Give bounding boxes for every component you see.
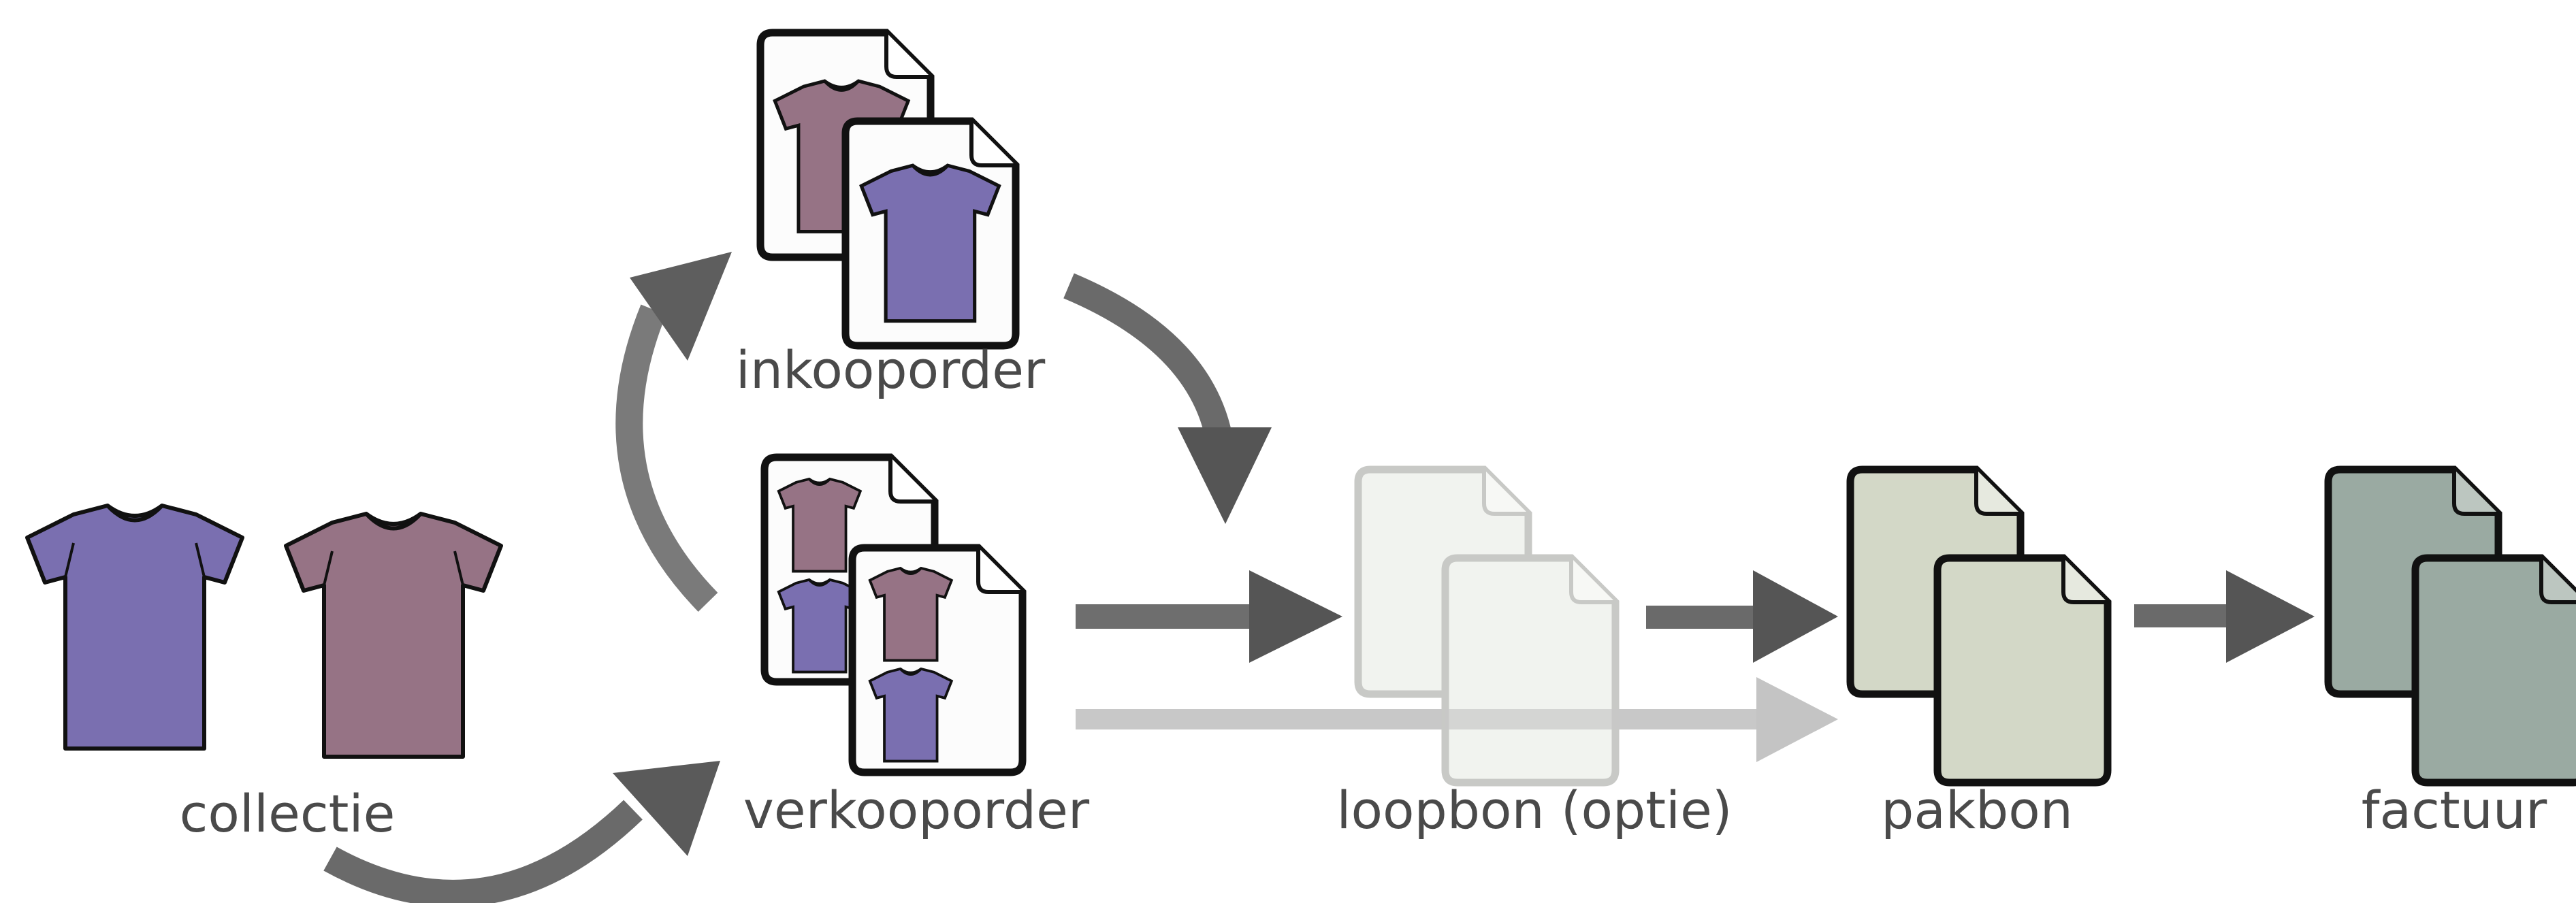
label-verkooporder: verkooporder: [743, 780, 1090, 840]
arrow-head: [1178, 427, 1272, 524]
pakbon-group: pakbon: [1850, 470, 2108, 840]
arrow-icon: [1063, 273, 1232, 439]
arrow-head: [1249, 570, 1342, 663]
document-icon: [1445, 558, 1615, 783]
arrow-icon: [1076, 604, 1256, 629]
arrow-collectie-to-verkooporder: [323, 761, 720, 903]
arrow-loopbon-to-pakbon: [1646, 570, 1838, 663]
arrow-overlay: [1445, 709, 1624, 729]
arrow-verkooporder-to-pakbon: [1076, 677, 1838, 762]
document-icon: [2415, 558, 2576, 783]
factuur-group: factuur: [2328, 470, 2576, 840]
arrow-head: [630, 252, 732, 361]
arrow-head: [2226, 570, 2315, 663]
tshirt-icon: [286, 514, 501, 757]
arrow-verkooporder-to-loopbon: [1076, 570, 1342, 663]
document-icon: [852, 548, 1023, 772]
arrow-head: [613, 761, 720, 856]
arrow-icon: [1076, 709, 1770, 729]
document-icon: [846, 121, 1016, 346]
arrow-inkooporder-to-loopbon: [1063, 273, 1272, 524]
label-factuur: factuur: [2362, 780, 2547, 840]
document-icon: [1937, 558, 2108, 783]
arrow-head: [1753, 570, 1838, 663]
tshirt-icon: [27, 506, 242, 749]
arrow-icon: [323, 800, 643, 903]
arrow-head: [1756, 677, 1838, 762]
arrow-verkooporder-to-inkooporder: [615, 252, 732, 612]
loopbon-group: loopbon (optie): [1336, 470, 1733, 840]
label-pakbon: pakbon: [1881, 780, 2073, 840]
arrow-icon: [615, 304, 718, 612]
label-collectie: collectie: [180, 783, 396, 844]
label-loopbon: loopbon (optie): [1336, 780, 1732, 840]
label-inkooporder: inkooporder: [736, 340, 1046, 400]
arrow-pakbon-to-factuur: [2134, 570, 2315, 663]
verkooporder-group: verkooporder: [743, 457, 1090, 840]
collectie-group: collectie: [27, 506, 501, 844]
inkooporder-group: inkooporder: [736, 33, 1046, 400]
arrow-icon: [1646, 606, 1762, 629]
